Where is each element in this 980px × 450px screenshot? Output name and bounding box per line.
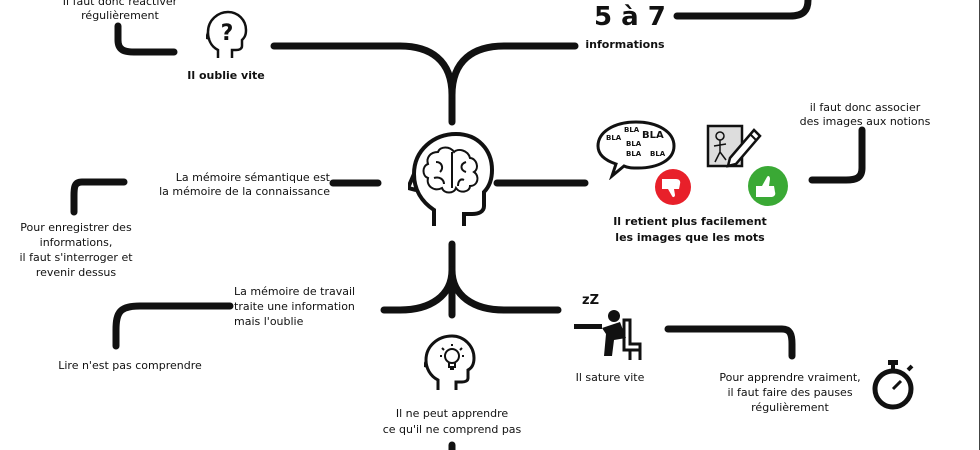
working-memory-line1: La mémoire de travail [234, 285, 356, 298]
record-info-line4: revenir dessus [35, 266, 117, 279]
capacity-number: 5 à 7 [594, 2, 666, 32]
connector-top-left [270, 42, 456, 126]
connector-left-hook [70, 178, 128, 216]
connector-top-right [448, 42, 579, 99]
drawing-icon [706, 124, 762, 168]
bla-word-6: BLA [650, 150, 666, 158]
bla-word-5: BLA [626, 150, 642, 158]
working-memory-line3: mais l'oublie [234, 315, 304, 328]
stopwatch-icon [872, 360, 914, 410]
breaks-line3: régulièrement [751, 401, 829, 414]
working-memory-line2: traite une information [234, 300, 355, 313]
thumbs-up-icon [748, 166, 788, 206]
bla-word-3: BLA [642, 130, 664, 141]
speech-bubble-icon: BLA BLA BLA BLA BLA BLA [596, 120, 676, 180]
bla-word-2: BLA [624, 126, 640, 134]
record-info-line2: informations, [39, 236, 113, 249]
record-info-line1: Pour enregistrer des [20, 221, 132, 234]
semantic-memory-line1: La mémoire sémantique est [175, 171, 330, 184]
breaks-line1: Pour apprendre vraiment, [719, 371, 861, 384]
bla-word-4: BLA [626, 140, 642, 148]
sleeping-person-icon: zZ [574, 293, 642, 360]
saturates-label: Il sature vite [575, 371, 645, 384]
breaks-line2: il faut faire des pauses [727, 386, 853, 399]
connector-bottom-right [448, 266, 562, 314]
brain-head-icon [408, 131, 495, 226]
sleep-letters: zZ [582, 293, 599, 308]
capacity-label: informations [585, 38, 665, 51]
svg-text:?: ? [221, 21, 234, 46]
connector-top-left-hook [114, 22, 178, 56]
understanding-line1: Il ne peut apprendre [395, 407, 509, 420]
question-head-icon: ? [206, 10, 248, 58]
record-info-line3: il faut s'interroger et [19, 251, 133, 264]
associate-images-line1: il faut donc associer [809, 101, 921, 114]
reading-not-understanding: Lire n'est pas comprendre [58, 359, 202, 372]
lightbulb-head-icon [424, 334, 476, 390]
connector-bottom-left [380, 240, 456, 314]
thumbs-down-icon [655, 169, 691, 205]
images-caption-line2: les images que les mots [615, 231, 765, 244]
reactivate-text-line2: régulièrement [81, 9, 159, 22]
understanding-line2: ce qu'il ne comprend pas [382, 423, 522, 436]
images-caption-line1: Il retient plus facilement [613, 215, 767, 228]
associate-images-line2: des images aux notions [799, 115, 931, 128]
reactivate-text-line1: Il faut donc réactiver [62, 0, 178, 8]
connector-top-right-hook [673, 0, 812, 20]
connector-right-hook [808, 126, 866, 184]
forgets-quickly-label: Il oublie vite [187, 69, 265, 82]
bla-word-1: BLA [606, 134, 622, 142]
semantic-memory-line2: la mémoire de la connaissance [159, 185, 330, 198]
connector-bottom-left-hook [112, 302, 234, 350]
connector-bottom-right-hook [664, 325, 796, 360]
